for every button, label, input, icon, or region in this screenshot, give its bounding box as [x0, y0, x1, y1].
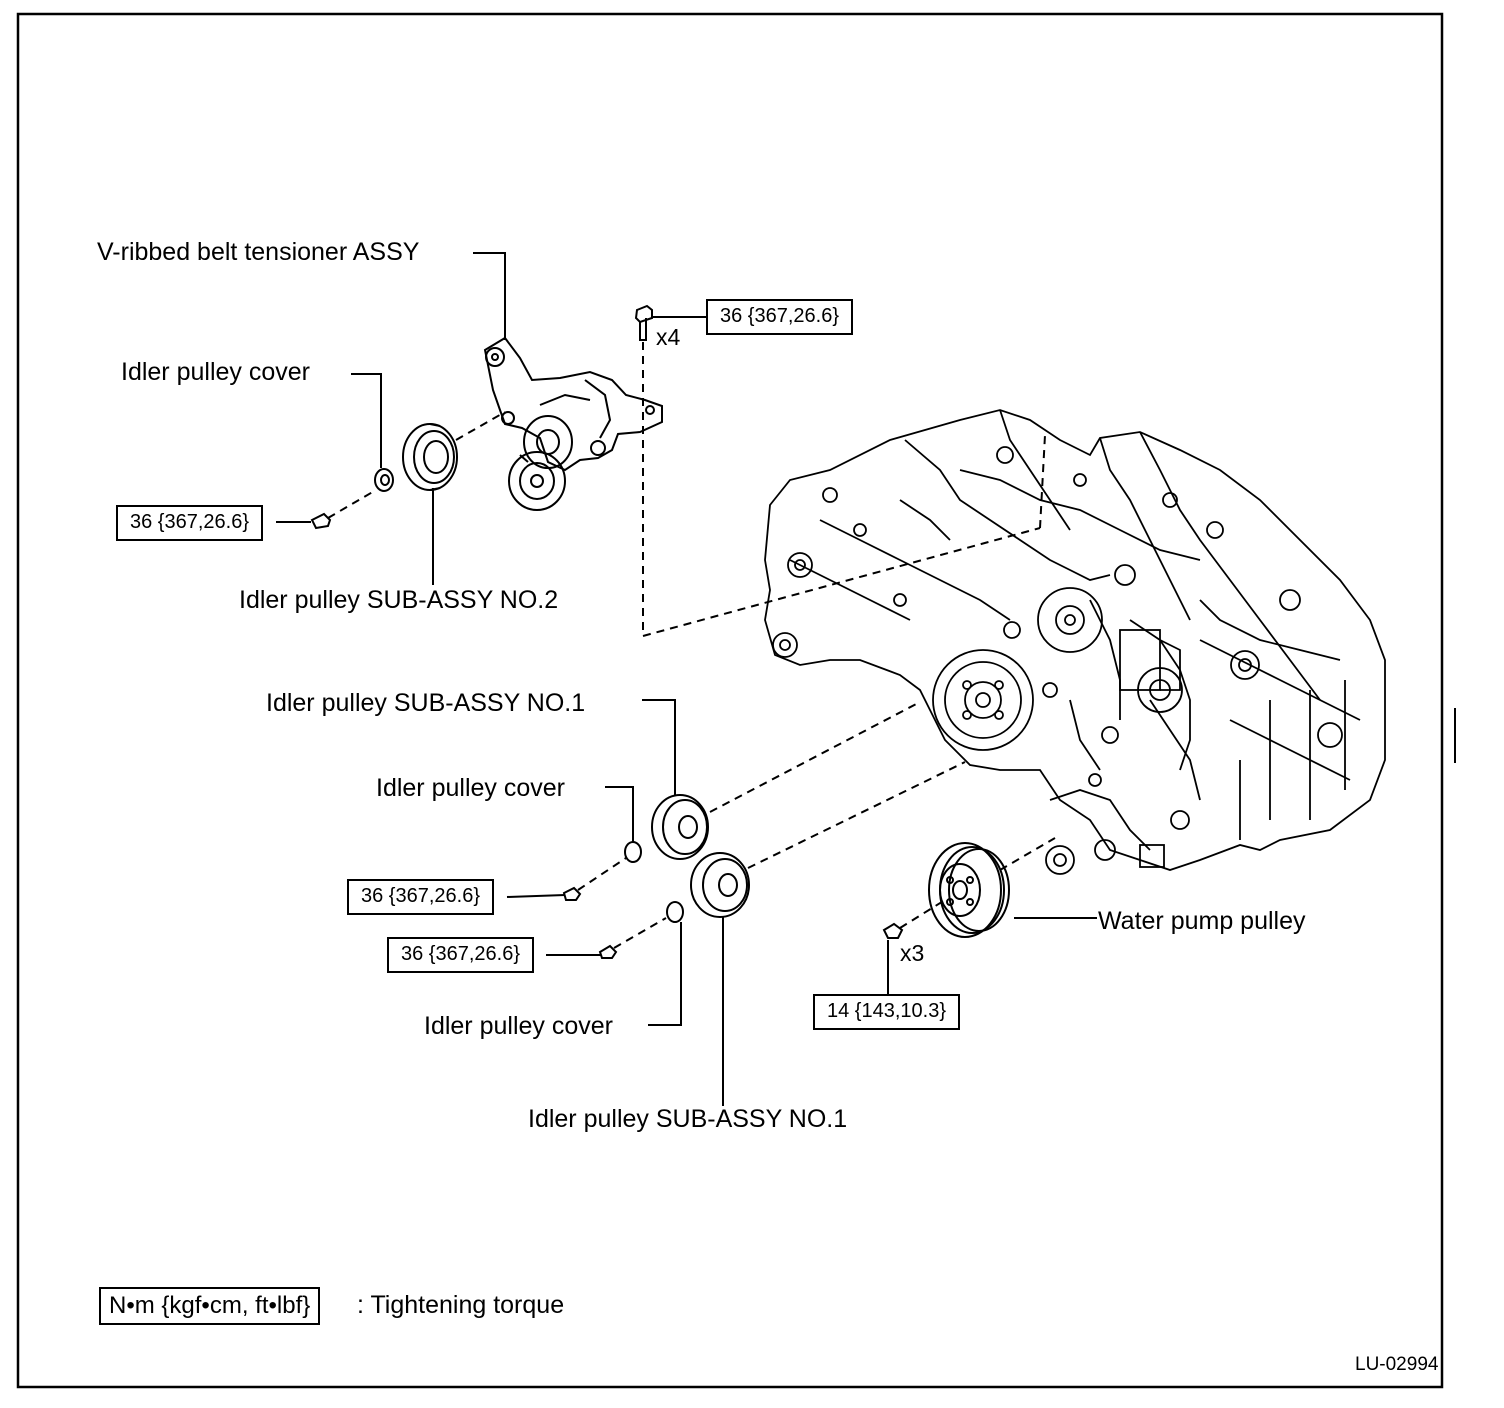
tensioner-bolt: [634, 304, 653, 341]
idler-pulley-no2: [310, 423, 458, 530]
legend-text: : Tightening torque: [357, 1291, 565, 1319]
leader-lines: [276, 252, 1097, 1106]
label-water-pump-pulley: Water pump pulley: [1098, 907, 1306, 935]
torque-idler-no1-lower-bolt: 36 {367,26.6}: [387, 937, 535, 973]
idler-pulley-no1-lower: [598, 852, 750, 959]
label-idler-cover-mid: Idler pulley cover: [376, 774, 565, 802]
label-idler-no1-lower: Idler pulley SUB-ASSY NO.1: [528, 1105, 848, 1133]
torque-idler-no2-bolt: 36 {367,26.6}: [116, 505, 264, 541]
label-tensioner: V-ribbed belt tensioner ASSY: [97, 238, 420, 266]
torque-water-pump-bolts: 14 {143,10.3}: [813, 994, 961, 1030]
tensioner-assembly: [483, 336, 663, 511]
torque-tensioner-bolts: 36 {367,26.6}: [706, 299, 854, 335]
engine-block: [764, 409, 1386, 875]
torque-idler-no1-upper-bolt: 36 {367,26.6}: [347, 879, 495, 915]
assembly-dashed-lines: [327, 342, 1056, 949]
idler-pulley-no1-upper: [562, 794, 709, 901]
count-water-pump-bolts: x3: [900, 940, 925, 966]
label-idler-no1-upper: Idler pulley SUB-ASSY NO.1: [266, 689, 586, 717]
figure-code: LU-02994: [1355, 1354, 1439, 1375]
count-tensioner-bolts: x4: [656, 324, 681, 350]
water-pump-pulley: [882, 842, 1010, 939]
label-idler-cover-top: Idler pulley cover: [121, 358, 310, 386]
legend-unit-box: N•m {kgf•cm, ft•lbf}: [99, 1287, 321, 1325]
label-idler-no2: Idler pulley SUB-ASSY NO.2: [239, 586, 559, 614]
frame-border: [16, 12, 1444, 1389]
label-idler-cover-low: Idler pulley cover: [424, 1012, 613, 1040]
